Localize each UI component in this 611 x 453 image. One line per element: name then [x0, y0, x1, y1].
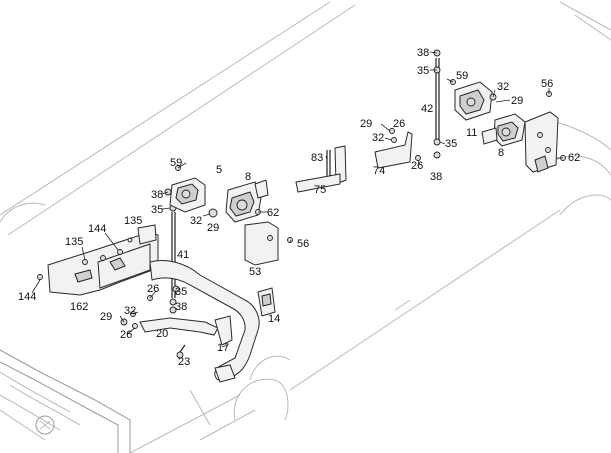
- label-32-lower: 32: [124, 305, 136, 317]
- label-26-lower: 26: [147, 283, 159, 295]
- valve-8-right: [481, 113, 526, 147]
- label-162: 162: [70, 301, 88, 313]
- label-42: 42: [421, 103, 433, 115]
- label-38-center: 38: [151, 189, 163, 201]
- label-56-right: 56: [541, 78, 553, 90]
- bracket-162: [37, 224, 159, 296]
- label-5: 5: [216, 164, 222, 176]
- label-53: 53: [249, 266, 261, 278]
- label-29-center: 29: [207, 222, 219, 234]
- label-26-mid2: 26: [411, 160, 423, 172]
- valve-11: [450, 79, 497, 121]
- plate-53: [244, 221, 293, 266]
- valve-5: [169, 165, 206, 213]
- leader-lines: [31, 51, 563, 348]
- label-29-mid: 29: [360, 118, 372, 130]
- label-144-upper: 144: [88, 223, 106, 235]
- label-56-center: 56: [297, 238, 309, 250]
- label-14: 14: [268, 313, 280, 325]
- label-38-mid: 38: [430, 171, 442, 183]
- label-32-center: 32: [190, 215, 202, 227]
- bracket-75: [295, 145, 347, 193]
- label-8-center: 8: [245, 171, 251, 183]
- bracket-14: [257, 287, 276, 317]
- label-62-center: 62: [267, 207, 279, 219]
- label-32-mid: 32: [372, 132, 384, 144]
- label-11: 11: [466, 127, 477, 139]
- label-29-lower: 29: [100, 311, 112, 323]
- label-32-right: 32: [497, 81, 509, 93]
- label-38-top: 38: [417, 47, 429, 59]
- label-8-right: 8: [498, 147, 504, 159]
- part-number-labels: 38 35 59 32 29 56 42 29 26 32 11 83 35 8…: [18, 47, 580, 368]
- plate-right: [524, 91, 566, 173]
- label-59-right: 59: [456, 70, 468, 82]
- label-20: 20: [156, 328, 168, 340]
- label-26-bottom: 26: [120, 329, 132, 341]
- stabilizer-link-20: [139, 260, 260, 383]
- label-35-top: 35: [417, 65, 429, 77]
- label-29-right: 29: [511, 95, 523, 107]
- label-35-center: 35: [151, 204, 163, 216]
- rod-assembly-42: [415, 49, 441, 161]
- label-144-lower: 144: [18, 291, 36, 303]
- bracket-74: [374, 128, 413, 169]
- label-23: 23: [178, 356, 190, 368]
- label-74: 74: [373, 165, 385, 177]
- label-75: 75: [314, 184, 326, 196]
- label-35-lower: 35: [175, 286, 187, 298]
- label-135-left: 135: [65, 236, 83, 248]
- label-62-right: 62: [568, 152, 580, 164]
- label-35-mid: 35: [445, 138, 457, 150]
- label-83: 83: [311, 152, 323, 164]
- valve-8-center: [208, 179, 269, 223]
- label-26-mid: 26: [393, 118, 405, 130]
- label-135-upper: 135: [124, 215, 142, 227]
- rod-assembly-41: [120, 188, 180, 329]
- label-38-lower: 38: [175, 301, 187, 313]
- label-41: 41: [177, 249, 189, 261]
- label-17: 17: [217, 342, 229, 354]
- label-59-center: 59: [170, 157, 182, 169]
